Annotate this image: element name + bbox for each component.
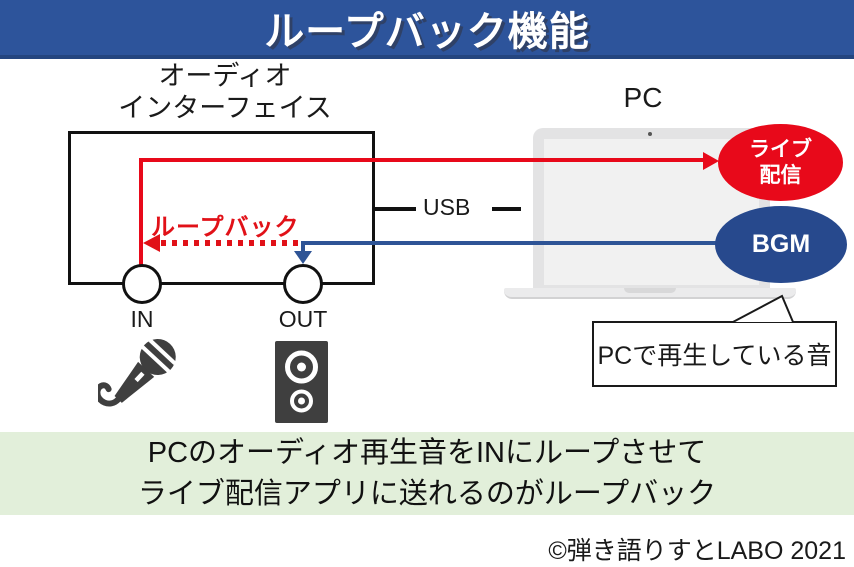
- microphone-icon: [98, 338, 177, 407]
- live-streaming-ellipse: ライブ 配信: [718, 124, 843, 201]
- header-bar: ループバック機能: [0, 0, 854, 59]
- page-title: ループバック機能: [264, 9, 590, 54]
- laptop-camera-dot: [648, 132, 652, 136]
- callout-pointer-fill: [733, 296, 793, 322]
- copyright-text: ©弾き語りすとLABO 2021: [548, 537, 846, 565]
- laptop-base: [504, 288, 796, 299]
- out-port-label: OUT: [278, 306, 328, 332]
- summary-banner: PCのオーディオ再生音をINにループさせて ライブ配信アプリに送れるのがループバ…: [0, 432, 854, 515]
- summary-line2: ライブ配信アプリに送れるのがループバック: [137, 477, 717, 510]
- laptop-base-notch: [624, 288, 676, 293]
- bgm-ellipse: BGM: [715, 206, 847, 283]
- pc-sound-callout-text: PCで再生している音: [597, 342, 832, 370]
- speaker-icon: [275, 341, 328, 423]
- pc-sound-callout: PCで再生している音: [592, 321, 837, 387]
- loopback-label: ループバック: [151, 214, 300, 241]
- callout-pointer-outline: [732, 294, 794, 323]
- out-port-circle: [283, 264, 323, 304]
- in-port-label: IN: [130, 306, 154, 332]
- live-streaming-label-line1: ライブ: [749, 138, 812, 162]
- summary-line1: PCのオーディオ再生音をINにループさせて: [147, 437, 707, 470]
- audio-interface-label-line2: インターフェイス: [118, 92, 332, 123]
- in-port-circle: [122, 264, 162, 304]
- live-streaming-label-line2: 配信: [759, 163, 802, 187]
- audio-interface-label-line1: オーディオ: [158, 61, 292, 91]
- audio-interface-label: オーディオ インターフェイス: [60, 61, 390, 125]
- pc-label: PC: [623, 82, 663, 113]
- usb-label: USB: [423, 194, 471, 220]
- bgm-label: BGM: [751, 230, 811, 258]
